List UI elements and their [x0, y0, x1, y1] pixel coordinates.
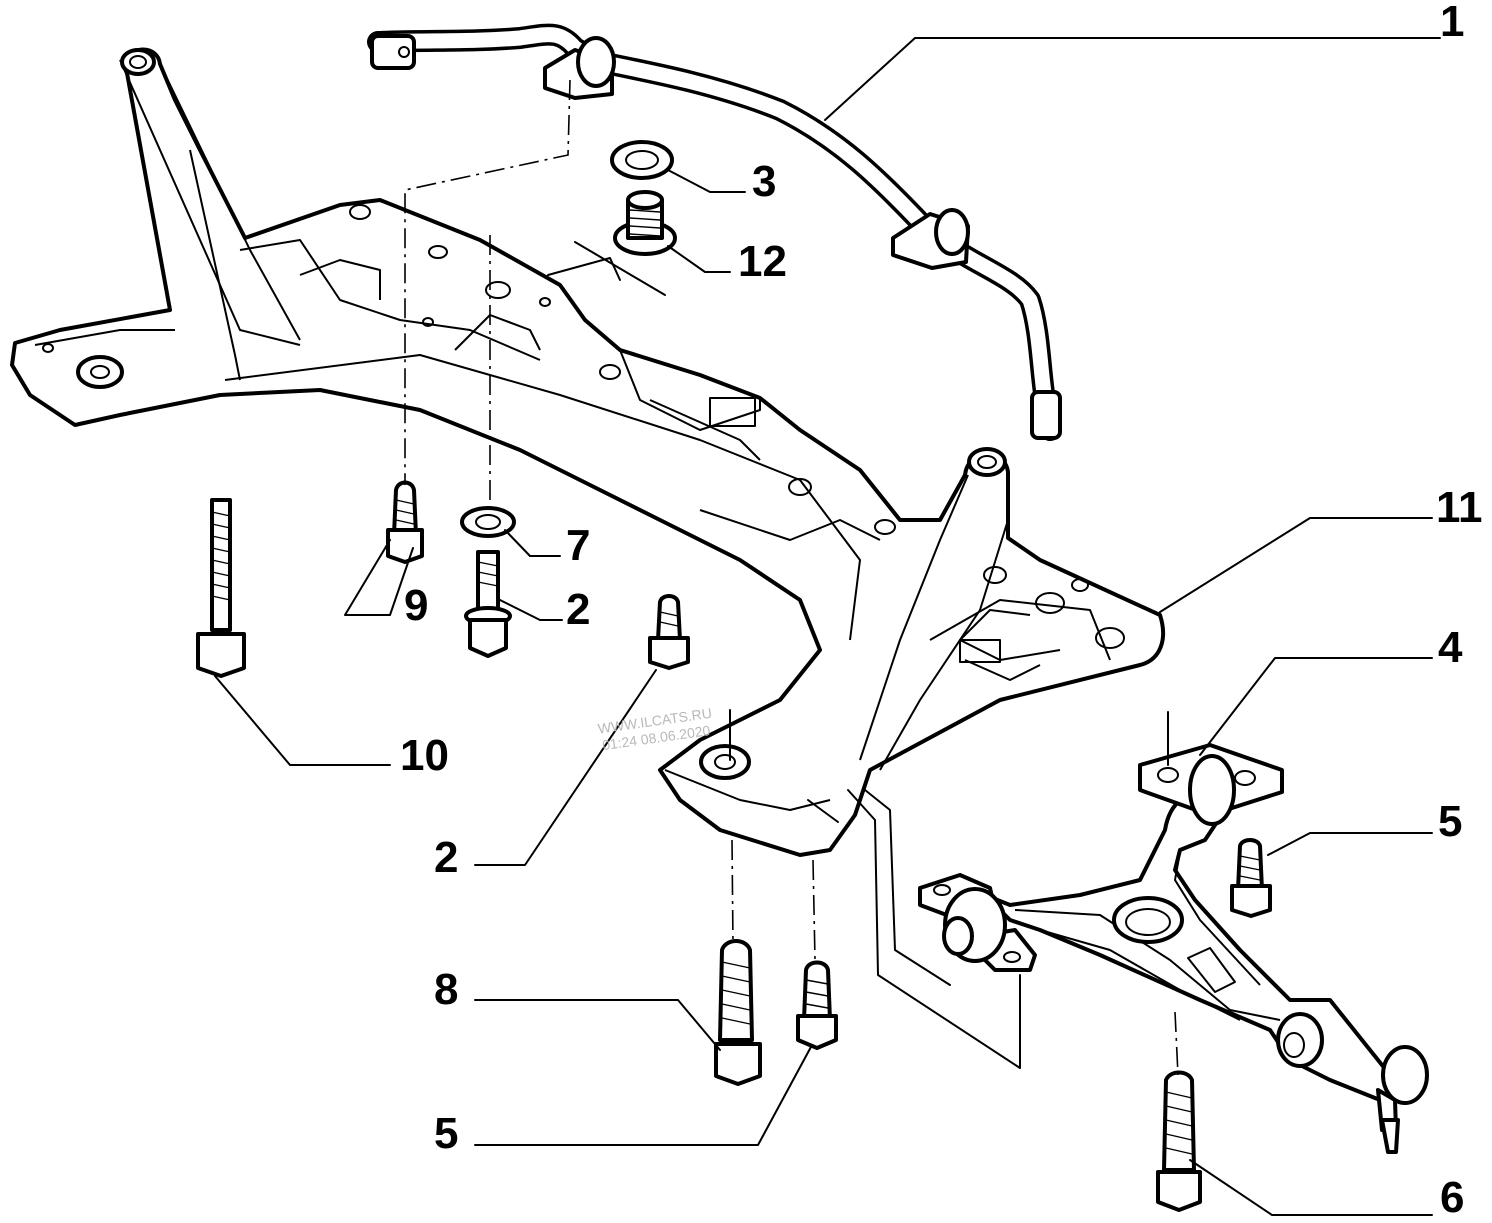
callout-5-lower: 5 [434, 1109, 458, 1158]
callout-7: 7 [566, 521, 590, 570]
callout-2-lower: 2 [434, 833, 458, 882]
bolt-5-right [1230, 838, 1272, 918]
bolt-2-lower [648, 594, 690, 670]
leader-lines [214, 37, 1441, 1216]
callout-12: 12 [738, 237, 787, 286]
bolt-10 [196, 498, 246, 678]
callout-10: 10 [400, 731, 449, 780]
callout-5-right: 5 [1438, 797, 1462, 846]
bushing-12 [613, 190, 677, 256]
callout-11: 11 [1436, 483, 1483, 532]
washer-3 [610, 140, 674, 180]
callouts: 1 3 12 11 7 9 2 4 10 5 2 8 5 6 [400, 0, 1483, 1222]
bolt-6 [1156, 1070, 1202, 1212]
callout-1: 1 [1440, 0, 1464, 46]
callout-6: 6 [1440, 1173, 1464, 1218]
stabilizer-bar [367, 23, 1062, 441]
callout-4: 4 [1438, 623, 1463, 672]
callout-2-upper: 2 [566, 585, 590, 634]
callout-8: 8 [434, 965, 458, 1014]
bolt-2-upper [464, 550, 512, 658]
bolt-5-lower [796, 960, 838, 1050]
bolt-8 [714, 939, 762, 1086]
assembly-lines [404, 79, 1179, 1076]
callout-3: 3 [752, 157, 776, 206]
callout-9: 9 [404, 581, 428, 630]
crossmember-subframe [10, 47, 1166, 857]
bolt-9 [386, 480, 424, 564]
control-arm [918, 743, 1429, 1154]
washer-7 [460, 506, 516, 538]
